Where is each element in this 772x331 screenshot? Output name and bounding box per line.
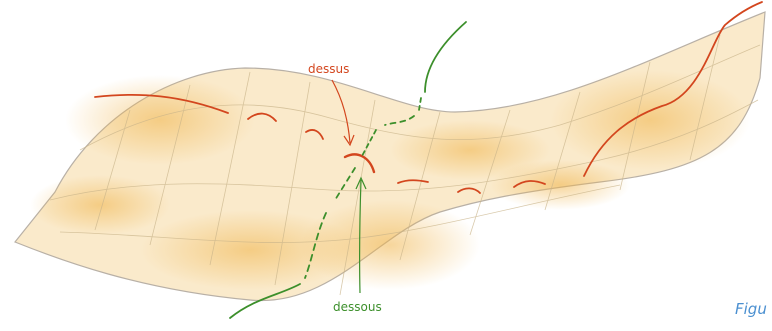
- figure-caption: Figu: [735, 300, 767, 318]
- above-label: dessus: [308, 62, 349, 76]
- below-label: dessous: [333, 300, 382, 314]
